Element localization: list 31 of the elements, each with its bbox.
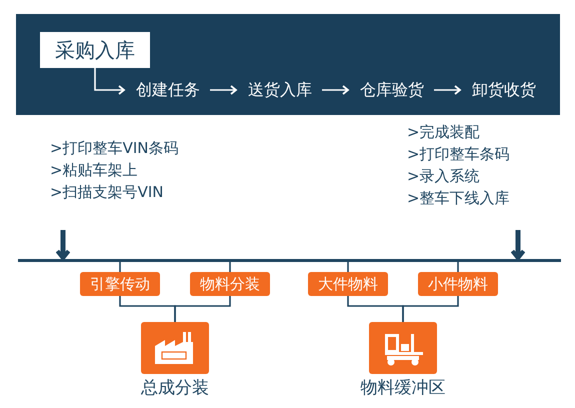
connector-line bbox=[174, 296, 231, 322]
arrow bbox=[434, 85, 461, 95]
list-item: >打印整车条码 bbox=[407, 144, 511, 165]
list-item: >打印整车VIN条码 bbox=[50, 138, 180, 159]
arrow bbox=[210, 85, 237, 95]
connector-line bbox=[229, 262, 231, 272]
list-item: >完成装配 bbox=[407, 122, 481, 143]
area-label: 总成分装 bbox=[140, 377, 210, 399]
list-item: >粘贴车架上 bbox=[50, 160, 139, 181]
area-label: 物料缓冲区 bbox=[360, 377, 446, 399]
rail-line bbox=[18, 259, 561, 262]
category-tag: 物料分装 bbox=[190, 272, 270, 296]
title-box: 采购入库 bbox=[40, 32, 150, 68]
step-label: 卸货收货 bbox=[464, 79, 544, 101]
arrow bbox=[94, 68, 125, 95]
connector-line bbox=[119, 262, 121, 272]
down-arrow bbox=[55, 230, 71, 260]
arrow bbox=[322, 85, 349, 95]
list-item: >扫描支架号VIN bbox=[50, 182, 164, 203]
step-label: 送货入库 bbox=[240, 79, 320, 101]
list-item: >录入系统 bbox=[407, 166, 481, 187]
category-tag: 引擎传动 bbox=[80, 272, 160, 296]
step-label: 创建任务 bbox=[128, 79, 208, 101]
step-label: 仓库验货 bbox=[352, 79, 432, 101]
list-item: >整车下线入库 bbox=[407, 188, 511, 209]
connector-line bbox=[347, 262, 349, 272]
category-tag: 大件物料 bbox=[308, 272, 388, 296]
connector-line bbox=[402, 296, 459, 322]
connector-line bbox=[457, 262, 459, 272]
down-arrow bbox=[510, 230, 526, 260]
category-tag: 小件物料 bbox=[418, 272, 498, 296]
